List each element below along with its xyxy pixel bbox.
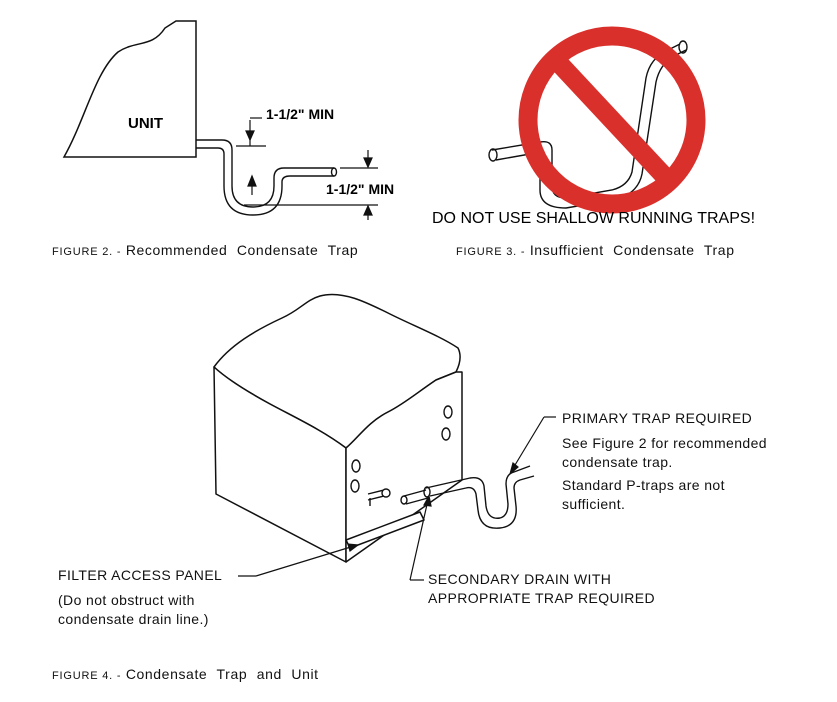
figure2-dim-bottom-label: 1-1/2" MIN	[326, 181, 394, 197]
secondary-drain-line-b: APPROPRIATE TRAP REQUIRED	[428, 590, 656, 606]
filter-note-line-b: condensate drain line.)	[58, 611, 209, 627]
primary-trap-note-2b: sufficient.	[562, 496, 626, 512]
figure2-dim-top	[236, 117, 266, 147]
primary-trap-note-2: Standard P-traps are not sufficient.	[562, 476, 725, 514]
figure2-caption-number: FIGURE 2. -	[52, 246, 122, 258]
figure4-caption-text: Condensate Trap and Unit	[125, 666, 319, 682]
figure2-dim-top-label: 1-1/2" MIN	[266, 106, 334, 122]
figure3-caption-text: Insufficient Condensate Trap	[529, 242, 735, 258]
filter-access-panel-title: FILTER ACCESS PANEL	[58, 567, 223, 583]
figure3-caption-number: FIGURE 3. -	[456, 246, 526, 258]
figure4-unit-fittings	[350, 405, 453, 506]
secondary-drain-label: SECONDARY DRAIN WITH APPROPRIATE TRAP RE…	[428, 570, 655, 608]
primary-trap-note-1: See Figure 2 for recommended condensate …	[562, 434, 767, 472]
figure4-caption: FIGURE 4. - Condensate Trap and Unit	[52, 666, 319, 682]
filter-access-panel-label: FILTER ACCESS PANEL	[58, 566, 222, 585]
primary-trap-note-1a: See Figure 2 for recommended	[562, 435, 767, 451]
primary-trap-note-2a: Standard P-traps are not	[562, 477, 725, 493]
figure4-leader-lines	[238, 416, 556, 581]
figure4-unit-box	[213, 293, 463, 563]
filter-note-line-a: (Do not obstruct with	[58, 592, 195, 608]
figure3-warning: DO NOT USE SHALLOW RUNNING TRAPS!	[432, 210, 755, 227]
figure2-caption: FIGURE 2. - Recommended Condensate Trap	[52, 242, 358, 258]
figure4-caption-number: FIGURE 4. -	[52, 670, 122, 682]
secondary-drain-line-a: SECONDARY DRAIN WITH	[428, 571, 612, 587]
primary-trap-note-1b: condensate trap.	[562, 454, 673, 470]
figure2-unit-label: UNIT	[128, 115, 163, 132]
figure2-caption-text: Recommended Condensate Trap	[125, 242, 359, 258]
figure4-drain-piping	[400, 465, 535, 529]
figure2-unit-shape	[62, 20, 197, 158]
primary-trap-label: PRIMARY TRAP REQUIRED	[562, 409, 752, 428]
figure3-prohibition-sign	[518, 26, 706, 214]
primary-trap-title: PRIMARY TRAP REQUIRED	[562, 410, 753, 426]
figure3-caption: FIGURE 3. - Insufficient Condensate Trap	[456, 242, 735, 258]
figure2-trap-pipe	[196, 139, 338, 216]
filter-access-panel-note: (Do not obstruct with condensate drain l…	[58, 591, 209, 629]
figure2-dim-bottom	[244, 150, 378, 220]
